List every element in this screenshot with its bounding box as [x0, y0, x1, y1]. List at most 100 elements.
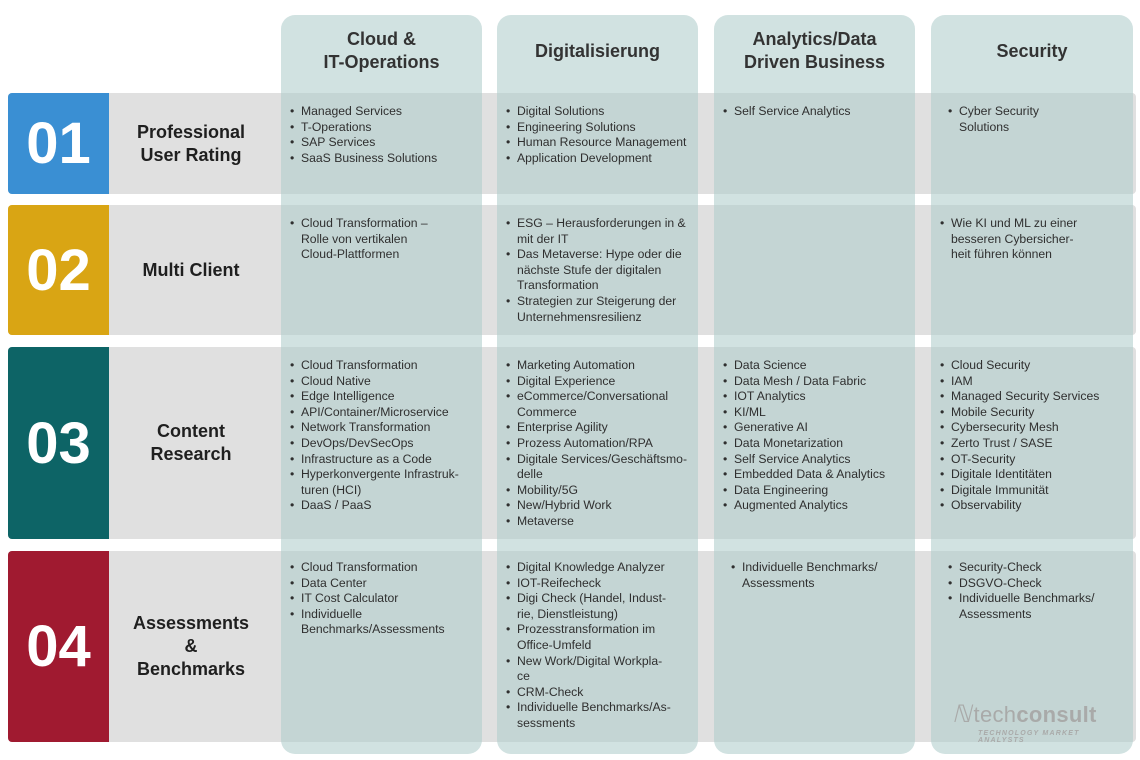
topic-item: eCommerce/Conversational Commerce [503, 389, 692, 420]
topic-text: DaaS / PaaS [301, 498, 372, 513]
topic-item: New Work/Digital Workpla- ce [503, 654, 692, 685]
topic-item: IOT Analytics [720, 389, 909, 405]
topic-text: Mobile Security [951, 404, 1035, 419]
column-header: Digitalisierung [534, 40, 660, 61]
topic-text: Individuelle Benchmarks/Assessments [301, 606, 445, 637]
topic-item: DevOps/DevSecOps [287, 436, 476, 452]
topic-text: Cloud Security [951, 358, 1031, 372]
topic-text: Self Service Analytics [734, 104, 851, 118]
topic-text: Metaverse [517, 513, 574, 528]
topic-text: Data Center [301, 575, 367, 590]
topic-text: Cloud Transformation – Rolle von vertika… [301, 216, 428, 262]
topic-item: KI/ML [720, 405, 909, 421]
topic-text: Marketing Automation [517, 358, 635, 372]
topic-text: Engineering Solutions [517, 119, 636, 134]
topic-item: Individuelle Benchmarks/As- sessments [503, 700, 692, 731]
topic-text: Generative AI [734, 420, 808, 435]
column-header: Analytics/Data Driven Business [743, 29, 886, 72]
topic-text: OT-Security [951, 451, 1016, 466]
topic-text: Cyber Security Solutions [959, 104, 1039, 134]
topic-item: Data Monetarization [720, 436, 909, 452]
topic-text: KI/ML [734, 404, 766, 419]
topic-text: Prozesstransformation im Office-Umfeld [517, 622, 656, 652]
matrix-cell: Self Service Analytics [720, 104, 909, 120]
topic-list: Data ScienceData Mesh / Data FabricIOT A… [720, 358, 909, 514]
topic-list: Digital SolutionsEngineering SolutionsHu… [503, 104, 692, 166]
topic-item: Digital Knowledge Analyzer [503, 560, 692, 576]
topic-item: Zerto Trust / SASE [937, 436, 1127, 452]
matrix-cell: Individuelle Benchmarks/ Assessments [728, 560, 917, 591]
topic-text: Digitale Immunität [951, 482, 1049, 497]
topic-item: Digitale Services/Geschäftsmo- delle [503, 452, 692, 483]
topic-text: Hyperkonvergente Infrastruk- turen (HCI) [301, 467, 459, 497]
matrix-cell: Cloud Transformation – Rolle von vertika… [287, 216, 476, 263]
topic-item: Managed Services [287, 104, 476, 120]
topic-text: IOT-Reifecheck [517, 575, 601, 590]
topic-item: Wie KI und ML zu einer besseren Cybersic… [937, 216, 1127, 263]
topic-item: ESG – Herausforderungen in & mit der IT [503, 216, 692, 247]
topic-item: New/Hybrid Work [503, 498, 692, 514]
topic-item: Embedded Data & Analytics [720, 467, 909, 483]
topic-list: Digital Knowledge AnalyzerIOT-Reifecheck… [503, 560, 692, 732]
topic-item: Cloud Transformation – Rolle von vertika… [287, 216, 476, 263]
topic-text: Digitale Identitäten [951, 467, 1052, 482]
topic-text: Prozess Automation/RPA [517, 435, 653, 450]
topic-item: Digital Solutions [503, 104, 692, 120]
topic-text: IT Cost Calculator [301, 591, 399, 606]
topic-text: eCommerce/Conversational Commerce [517, 389, 669, 419]
topic-item: Individuelle Benchmarks/ Assessments [945, 591, 1135, 622]
topic-item: Das Metaverse: Hype oder die nächste Stu… [503, 247, 692, 294]
topic-text: IAM [951, 373, 973, 388]
topic-text: Individuelle Benchmarks/As- sessments [517, 700, 671, 730]
topic-text: Data Engineering [734, 482, 829, 497]
topic-item: Data Mesh / Data Fabric [720, 374, 909, 390]
topic-text: Human Resource Management [517, 135, 687, 150]
topic-text: ESG – Herausforderungen in & mit der IT [517, 216, 686, 246]
topic-text: Cybersecurity Mesh [951, 420, 1059, 435]
topic-item: Enterprise Agility [503, 420, 692, 436]
topic-item: Hyperkonvergente Infrastruk- turen (HCI) [287, 467, 476, 498]
topic-item: OT-Security [937, 452, 1127, 468]
topic-text: New Work/Digital Workpla- ce [517, 653, 663, 684]
matrix-cell: Digital Knowledge AnalyzerIOT-Reifecheck… [503, 560, 692, 732]
topic-text: Managed Services [301, 104, 402, 118]
row-label: Assessments & Benchmarks [132, 613, 250, 679]
row-number-badge: 03 [8, 347, 109, 539]
topic-item: Network Transformation [287, 420, 476, 436]
matrix-cell: Cloud TransformationCloud NativeEdge Int… [287, 358, 476, 514]
topic-item: Edge Intelligence [287, 389, 476, 405]
topic-item: Augmented Analytics [720, 498, 909, 514]
topic-item: Data Center [287, 576, 476, 592]
topic-item: Mobile Security [937, 405, 1127, 421]
topic-text: Data Monetarization [734, 435, 844, 450]
topic-text: Application Development [517, 150, 652, 165]
topic-item: Individuelle Benchmarks/ Assessments [728, 560, 917, 591]
topic-text: Das Metaverse: Hype oder die nächste Stu… [517, 247, 682, 293]
topic-text: Strategien zur Steigerung der Unternehme… [517, 293, 677, 324]
topic-text: Digital Experience [517, 373, 616, 388]
topic-item: Security-Check [945, 560, 1135, 576]
topic-list: ESG – Herausforderungen in & mit der ITD… [503, 216, 692, 325]
topic-text: CRM-Check [517, 684, 584, 699]
topic-item: SaaS Business Solutions [287, 151, 476, 167]
topic-item: Human Resource Management [503, 135, 692, 151]
topic-text: Digi Check (Handel, Indust- rie, Dienstl… [517, 591, 667, 621]
topic-text: Enterprise Agility [517, 420, 608, 435]
topic-item: Prozesstransformation im Office-Umfeld [503, 622, 692, 653]
topic-item: Observability [937, 498, 1127, 514]
matrix-cell: ESG – Herausforderungen in & mit der ITD… [503, 216, 692, 325]
topic-text: Embedded Data & Analytics [734, 467, 886, 482]
topic-text: Data Science [734, 358, 807, 372]
matrix-cell: Digital SolutionsEngineering SolutionsHu… [503, 104, 692, 166]
topic-list: Cyber Security Solutions [945, 104, 1135, 135]
topic-list: Marketing AutomationDigital ExperienceeC… [503, 358, 692, 530]
matrix-cell: Cloud TransformationData CenterIT Cost C… [287, 560, 476, 638]
topic-item: Generative AI [720, 420, 909, 436]
topic-item: Cloud Transformation [287, 560, 476, 576]
topic-item: Mobility/5G [503, 483, 692, 499]
logo-wordmark: techconsult [973, 701, 1097, 727]
topic-text: Self Service Analytics [734, 451, 851, 466]
topic-item: Digitale Immunität [937, 483, 1127, 499]
topic-item: Digital Experience [503, 374, 692, 390]
topic-item: Data Science [720, 358, 909, 374]
